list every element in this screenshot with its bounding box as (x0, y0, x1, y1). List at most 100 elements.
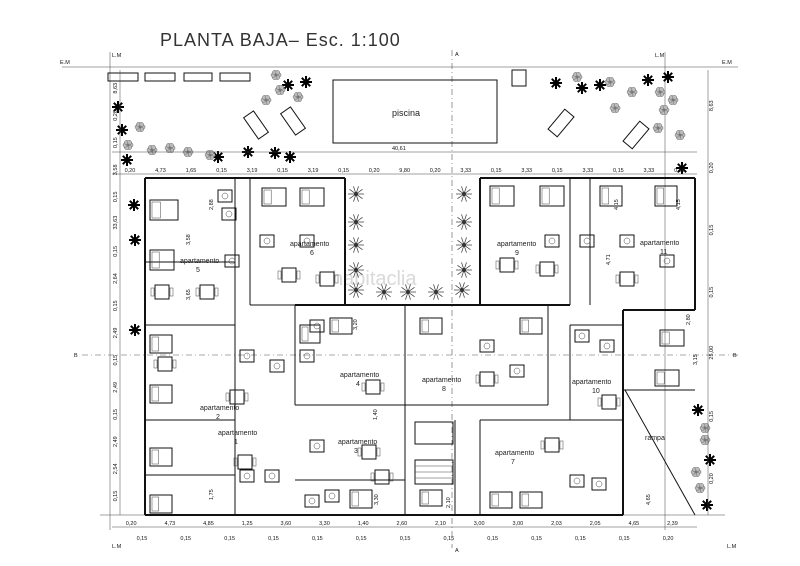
dimension-label: 0,15 (552, 168, 563, 174)
dimension-label: 0,20 (113, 110, 119, 121)
dimension-label: 0,15 (444, 536, 455, 542)
dimension-label: 0,15 (491, 168, 502, 174)
courtyard-tree-icon (456, 237, 472, 253)
toilet-icon (224, 254, 240, 268)
dining-table-icon (225, 389, 249, 405)
dimension-label: 3,19 (247, 168, 258, 174)
dimension-label: 0,15 (113, 300, 119, 311)
bed-icon (489, 491, 513, 509)
toilet-icon (239, 469, 255, 483)
bed-icon (329, 317, 353, 335)
bed-icon (519, 491, 543, 509)
dimension-label: 0,15 (575, 536, 586, 542)
shrub-icon (667, 95, 679, 105)
courtyard-tree-icon (400, 284, 416, 300)
dimension-label: 2,64 (113, 273, 119, 284)
bed-icon (349, 489, 373, 509)
dimension-label: 0,15 (531, 536, 542, 542)
dimension-label: 0,15 (277, 168, 288, 174)
dimension-label: 2,49 (113, 382, 119, 393)
dining-table-icon (195, 284, 219, 300)
shrub-icon (164, 143, 176, 153)
dimension-label: 3,00 (513, 521, 524, 527)
dimension-label: 0,15 (709, 287, 715, 298)
shrub-icon (609, 103, 621, 113)
dimension-label: 4,73 (155, 168, 166, 174)
dining-table-icon (495, 257, 519, 273)
toilet-icon (544, 234, 560, 248)
dining-table-icon (540, 437, 564, 453)
shrub-icon (694, 483, 706, 493)
axis-marker-b-left: B (74, 353, 78, 359)
courtyard-tree-icon (348, 214, 364, 230)
building-walls (144, 177, 696, 516)
bed-icon (149, 447, 173, 467)
shrub-icon (626, 87, 638, 97)
palm-tree-icon (576, 82, 588, 94)
dimension-label: 2,10 (446, 497, 452, 508)
dining-table-icon (535, 261, 559, 277)
dimension-label: 0,15 (709, 411, 715, 422)
dimension-label: 2,10 (435, 521, 446, 527)
dimension-label: 0,20 (430, 168, 441, 174)
toilet-icon (324, 489, 340, 503)
lm-marker-bottom-right: L.M (727, 544, 737, 550)
dimension-label: 3,58 (186, 234, 192, 245)
dining-table-icon (233, 454, 257, 470)
palm-tree-icon (129, 324, 141, 336)
dimension-label: 2,05 (590, 521, 601, 527)
dimension-label: 3,33 (583, 168, 594, 174)
shrub-icon (146, 145, 158, 155)
dimension-label: 2,03 (551, 521, 562, 527)
dining-table-icon (475, 371, 499, 387)
bed-icon (519, 317, 543, 335)
dimension-label: 2,39 (667, 521, 678, 527)
toilet-icon (479, 339, 495, 353)
dimension-label: 33,63 (113, 216, 119, 230)
pool (332, 79, 498, 144)
palm-tree-icon (662, 71, 674, 83)
axis-marker-a-top: A (455, 52, 459, 58)
dimension-label: 0,15 (113, 192, 119, 203)
dining-table-icon (153, 356, 177, 372)
dining-table-icon (315, 271, 339, 287)
dimension-label: 4,15 (676, 199, 682, 210)
bed-icon (659, 329, 685, 347)
shrub-icon (652, 123, 664, 133)
palm-tree-icon (284, 151, 296, 163)
palm-tree-icon (269, 147, 281, 159)
bed-icon (539, 185, 565, 207)
palm-tree-icon (594, 79, 606, 91)
plan-title: PLANTA BAJA– Esc. 1:100 (160, 30, 401, 50)
watermark: habitaclia (332, 268, 417, 290)
dimension-label: 1,75 (209, 489, 215, 500)
shrub-icon (699, 423, 711, 433)
bed-icon (419, 317, 443, 335)
dimension-label: 0,15 (113, 246, 119, 257)
palm-tree-icon (128, 199, 140, 211)
shrub-icon (658, 105, 670, 115)
palm-tree-icon (704, 454, 716, 466)
dimension-label: 8,63 (709, 100, 715, 111)
palm-tree-icon (300, 76, 312, 88)
toilet-icon (509, 364, 525, 378)
shrub-icon (122, 140, 134, 150)
dimension-label: 8,63 (113, 83, 119, 94)
dimension-label: 0,15 (613, 168, 624, 174)
shrub-icon (270, 70, 282, 80)
dimension-label: 0,15 (224, 536, 235, 542)
dimension-label: 0,15 (312, 536, 323, 542)
shrub-icon (690, 467, 702, 477)
palm-tree-icon (212, 151, 224, 163)
dimension-label: 4,65 (629, 521, 640, 527)
dimension-label: 4,85 (203, 521, 214, 527)
toilet-icon (299, 234, 315, 248)
dimension-label: 2,88 (209, 199, 215, 210)
toilet-icon (221, 207, 237, 221)
em-marker-left: E.M (60, 60, 70, 66)
